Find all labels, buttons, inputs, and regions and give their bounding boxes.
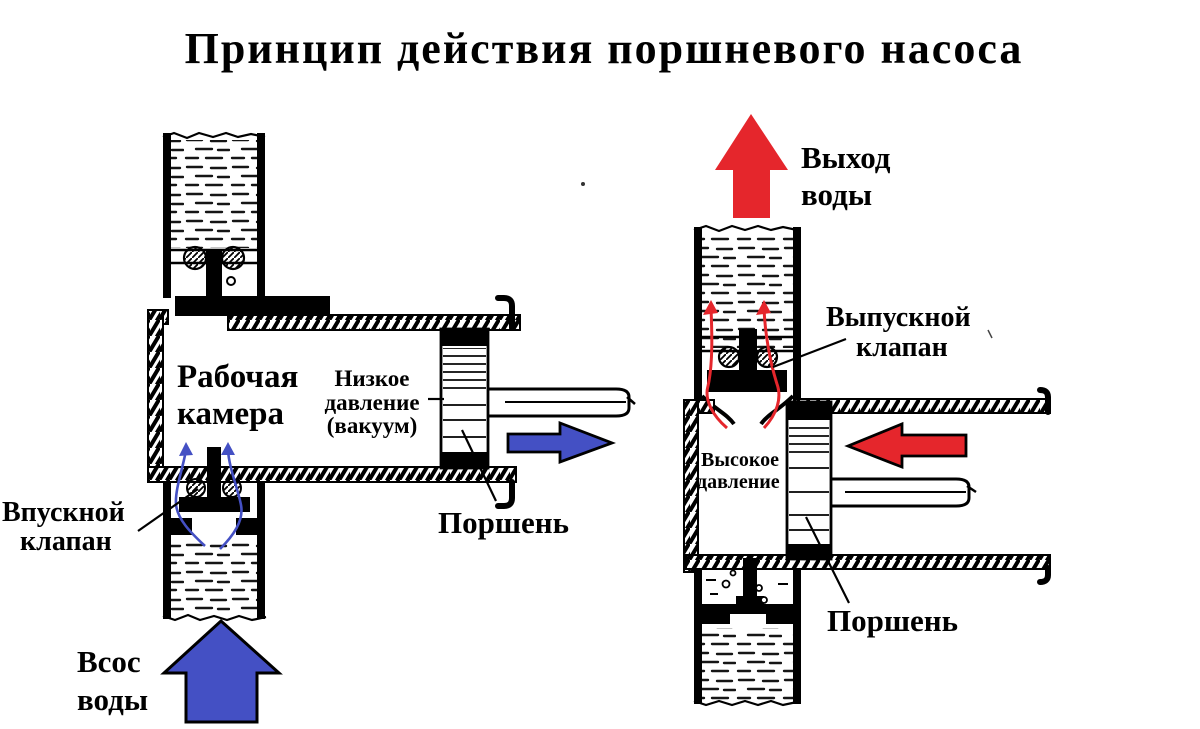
piston-ring (787, 544, 831, 559)
piston-ring (787, 402, 831, 420)
inlet-valve-label-line1: Впускной (2, 497, 125, 528)
torn-pipe-end (162, 613, 267, 622)
cylinder-bottom-wall (685, 554, 1051, 570)
left-inlet-valve-open (164, 447, 264, 535)
valve-stem (739, 329, 757, 372)
piston-label: Поршень (438, 505, 569, 540)
water-outlet-arrow-up (715, 114, 788, 218)
piston-label: Поршень (827, 603, 958, 638)
inlet-valve-label-line2: клапан (20, 526, 112, 557)
outlet-valve-label-line2: клапан (856, 332, 948, 363)
valve-seal (182, 245, 208, 271)
working-chamber-label-line2: камера (177, 396, 284, 432)
working-chamber-label-line1: Рабочая (177, 359, 298, 395)
outlet-valve-leader (772, 337, 847, 369)
valve-disc (179, 497, 250, 512)
inlet-valve-leader (137, 488, 199, 532)
piston-motion-arrow-right (506, 420, 616, 465)
left-outlet-valve-closed (171, 245, 330, 316)
chamber-top-wall (227, 314, 521, 331)
chamber-bottom-wall (147, 466, 517, 483)
water-in-pipe (171, 540, 258, 614)
torn-pipe-end (693, 224, 798, 233)
valve-seal (755, 345, 779, 369)
suction-label-line2: воды (77, 682, 148, 717)
left-labels: Рабочая камера Низкое давление (вакуум) … (2, 359, 569, 717)
valve-seat (175, 296, 330, 316)
right-diagram-discharge-stroke: Выход воды Выпускной клапан Высокое давл… (683, 114, 1051, 707)
left-diagram-suction-stroke: Рабочая камера Низкое давление (вакуум) … (2, 131, 636, 724)
water-in-pipe (171, 140, 258, 248)
valve-stem (743, 558, 757, 604)
low-pressure-label-line1: Низкое (334, 366, 409, 391)
right-outlet-pipe (693, 224, 801, 403)
high-pressure-label-line1: Высокое (701, 449, 779, 471)
chamber-left-wall (683, 399, 699, 573)
left-inlet-pipe (162, 481, 267, 622)
valve-stem (206, 251, 222, 298)
right-piston (785, 400, 833, 561)
outlet-valve-label-line1: Выпускной (826, 302, 971, 333)
wall-flange (1037, 565, 1051, 585)
left-piston-rod (487, 387, 636, 418)
left-piston (439, 327, 490, 470)
figure-title: Принцип действия поршневого насоса (185, 24, 1024, 73)
right-piston-rod (831, 477, 977, 508)
ink-speck (581, 182, 585, 186)
left-working-chamber-walls (147, 295, 521, 509)
right-labels: Выход воды Выпускной клапан Высокое давл… (697, 140, 971, 638)
low-pressure-label-line3: (вакуум) (327, 413, 418, 438)
wall-flange (1037, 387, 1051, 415)
low-pressure-label-line2: давление (324, 390, 419, 415)
piston-motion-arrow-left (844, 421, 968, 470)
water-outlet-label-line2: воды (801, 177, 872, 212)
valve-disc (707, 370, 787, 392)
water-in-pipe (702, 233, 793, 348)
piston-leader (461, 429, 497, 502)
piston-ring (441, 452, 488, 468)
piston-ring (441, 329, 488, 346)
cylinder-top-wall (794, 398, 1051, 414)
high-pressure-label-line2: давление (697, 471, 780, 493)
valve-seal (220, 245, 246, 271)
right-water-flow-arrows (703, 300, 781, 430)
valve-seal (717, 345, 741, 369)
valve-stem (207, 447, 221, 511)
ink-speck (987, 329, 993, 339)
left-outlet-pipe (162, 131, 266, 298)
wall-flange (495, 479, 515, 509)
suction-label-line1: Всос (77, 644, 141, 679)
torn-pipe-end (162, 131, 266, 140)
water-outlet-label-line1: Выход (801, 140, 891, 175)
right-inlet-pipe (693, 569, 801, 707)
water-in-pipe (702, 628, 793, 700)
piston-leader (805, 516, 850, 604)
torn-pipe-end (693, 699, 798, 707)
right-inlet-valve-closed (700, 558, 795, 624)
wall-flange (495, 295, 515, 331)
chamber-left-wall (147, 309, 164, 483)
suction-arrow-up (160, 618, 283, 724)
